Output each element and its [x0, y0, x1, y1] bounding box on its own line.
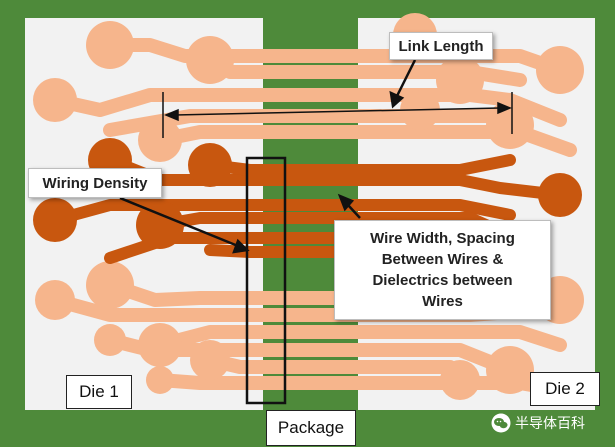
- light-pad: [486, 346, 534, 394]
- dark-pad: [136, 201, 184, 249]
- wiring-density-label: Wiring Density: [28, 168, 162, 198]
- wire-width-line-2: Between Wires &: [381, 251, 504, 268]
- light-pad-group: [33, 13, 584, 400]
- die-1-label: Die 1: [66, 375, 132, 409]
- light-pad: [94, 324, 126, 356]
- dark-pad: [188, 143, 232, 187]
- light-pad: [86, 261, 134, 309]
- wiring-density-highlight: [245, 156, 287, 405]
- watermark: 半导体百科: [491, 412, 611, 434]
- die-2-label: Die 2: [530, 372, 600, 406]
- wire-width-line-4: Wires: [422, 293, 463, 310]
- light-pad: [35, 280, 75, 320]
- light-wire-1: [103, 38, 567, 77]
- light-pad: [190, 340, 230, 380]
- link-length-dimension: [162, 92, 513, 138]
- light-pad: [146, 366, 174, 394]
- die-2-text: Die 2: [545, 379, 585, 398]
- wechat-logo-icon: [491, 413, 511, 433]
- wire-width-label: Wire Width, Spacing Between Wires & Diel…: [334, 220, 551, 320]
- wiring-density-text: Wiring Density: [42, 174, 148, 192]
- light-pad: [440, 360, 480, 400]
- light-pad: [536, 46, 584, 94]
- dark-pad: [33, 198, 77, 242]
- dark-pad-group: [33, 138, 582, 249]
- light-pad: [186, 36, 234, 84]
- dark-pad: [538, 173, 582, 217]
- watermark-text: 半导体百科: [515, 416, 585, 432]
- light-wire-9: [103, 333, 517, 377]
- callout-arrows: [119, 59, 417, 254]
- light-pad: [138, 323, 182, 367]
- light-pad: [436, 56, 484, 104]
- link-length-label: Link Length: [389, 32, 493, 60]
- wire-width-line-3: Dielectrics between: [372, 272, 513, 289]
- package-text: Package: [277, 418, 345, 437]
- wire-width-line-1: Wire Width, Spacing: [370, 230, 515, 247]
- package-label: Package: [266, 410, 356, 446]
- light-wire-8: [153, 325, 567, 352]
- light-pad: [33, 78, 77, 122]
- light-pad: [86, 21, 134, 69]
- link-length-text: Link Length: [398, 37, 484, 55]
- die-1-text: Die 1: [79, 382, 119, 401]
- light-pad: [138, 118, 182, 162]
